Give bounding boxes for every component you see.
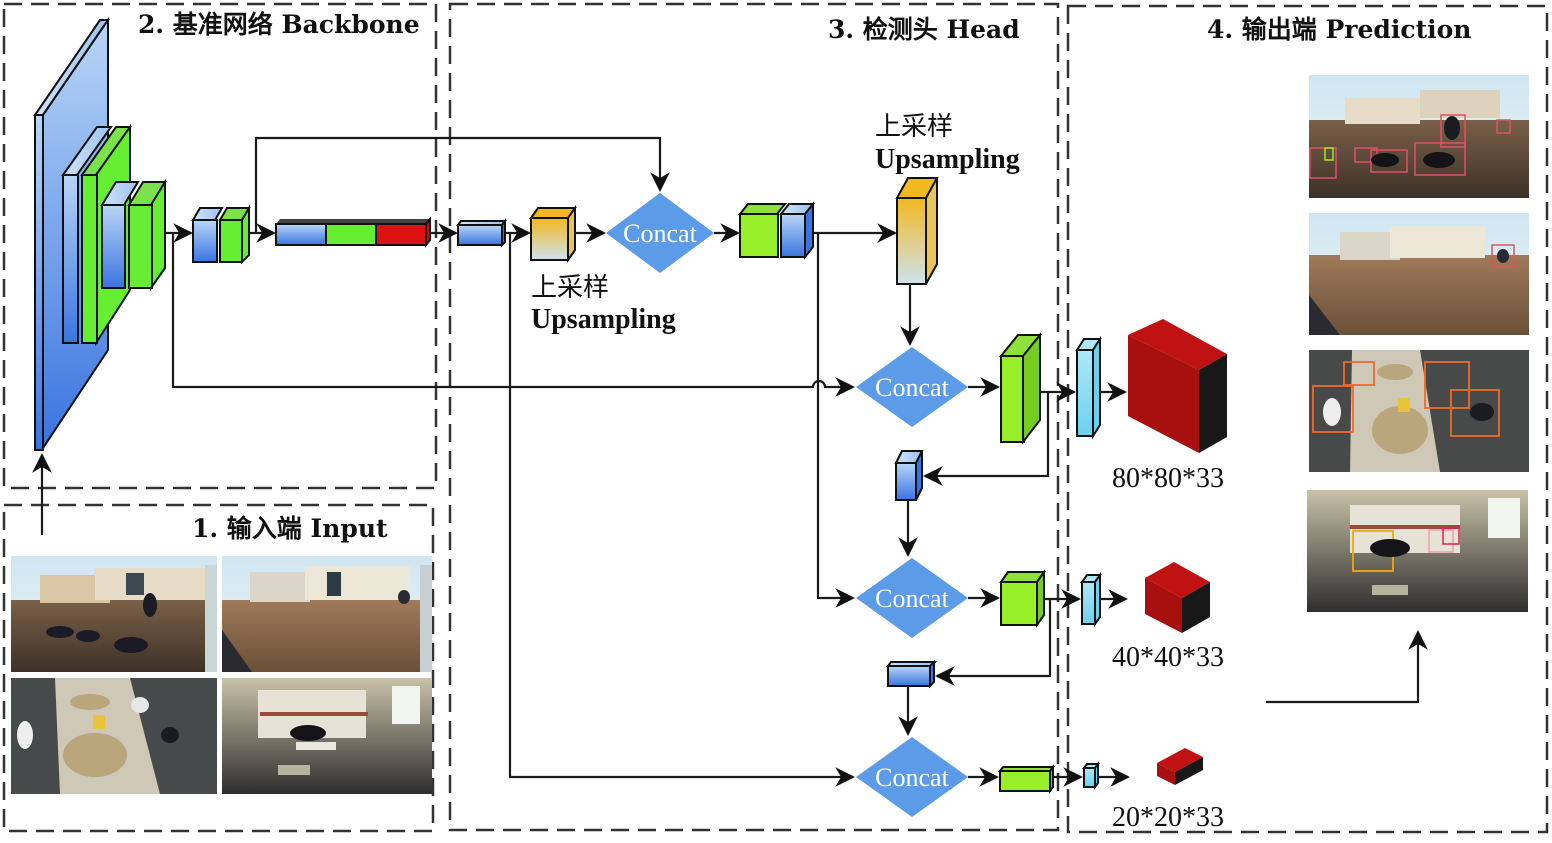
head-conv-block-1 [456,218,507,248]
head-c3-block-1 [737,201,816,260]
prediction-frame [1066,4,1549,834]
prediction-image-2 [1309,213,1529,335]
input-image-4 [222,678,432,794]
head-conv-block-2 [894,450,924,501]
svg-text:Concat: Concat [623,219,697,248]
input-image-1 [11,556,217,672]
concat-node-3: Concat [856,558,968,638]
upsampling-label-en-1: Upsampling [531,304,676,335]
prediction-image-4 [1307,490,1528,612]
svg-text:Concat: Concat [875,584,949,613]
backbone-sppf-block [275,216,431,248]
prediction-image-1 [1309,75,1529,198]
svg-text:Concat: Concat [875,373,949,402]
upsampling-label-en-2: Upsampling [875,144,1020,175]
input-title: 1. 输入端 Input [192,514,388,543]
upsample-block-1 [529,204,577,264]
input-image-2 [222,556,432,672]
detect-conv-2 [1080,571,1102,628]
upsampling-label-cn-1: 上采样 [531,273,609,303]
upsampling-label-cn-2: 上采样 [875,112,953,142]
head-title: 3. 检测头 Head [828,15,1020,44]
detect-conv-3 [1082,761,1100,790]
head-c3-block-4 [998,764,1055,794]
output-dims-40: 40*40*33 [1112,642,1224,673]
input-image-grid [11,556,432,794]
head-frame [448,2,1060,832]
output-dims-80: 80*80*33 [1112,463,1224,494]
prediction-image-3 [1309,350,1529,472]
connections [32,136,1428,787]
backbone-csp-block-2 [100,178,167,292]
prediction-image-list [1307,75,1529,612]
detect-conv-1 [1075,335,1102,440]
backbone-frame [2,2,438,490]
output-dims-20: 20*20*33 [1112,802,1224,833]
backbone-csp-block-3 [191,204,251,265]
output-cube-20 [1157,748,1203,785]
head-c3-block-3 [999,568,1046,629]
prediction-title: 4. 输出端 Prediction [1207,15,1471,44]
concat-node-1: Concat [606,193,714,273]
svg-text:Concat: Concat [875,763,949,792]
backbone-title: 2. 基准网络 Backbone [138,10,420,39]
output-cube-40 [1145,562,1210,633]
head-c3-block-2 [998,332,1043,445]
input-image-3 [11,678,217,794]
head-conv-block-3 [886,659,937,689]
upsample-block-2 [895,177,939,285]
output-cube-80 [1128,319,1227,453]
concat-node-4: Concat [856,737,968,817]
concat-node-2: Concat [856,347,968,427]
